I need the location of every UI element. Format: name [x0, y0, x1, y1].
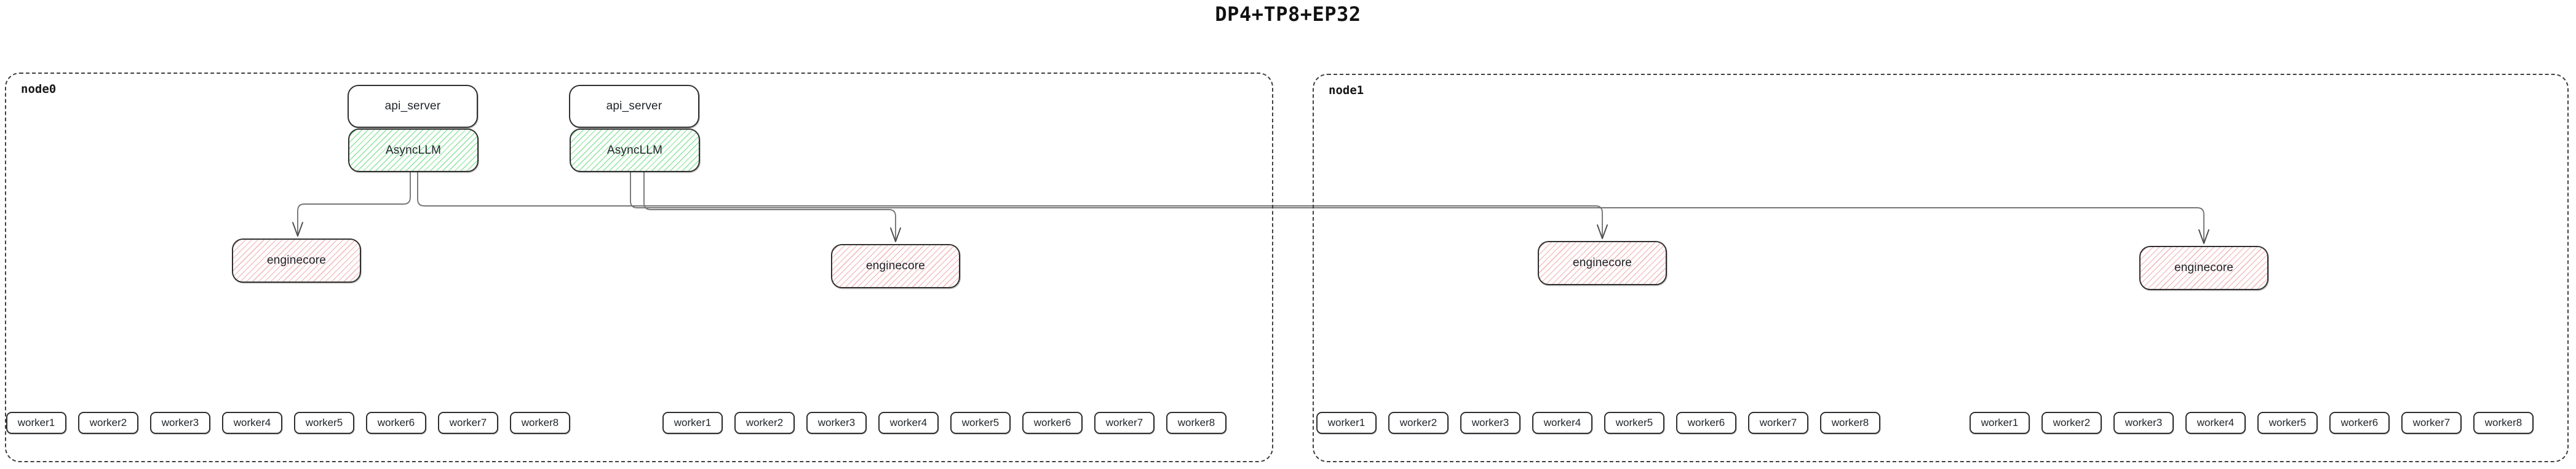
worker-box: worker4	[2185, 412, 2246, 434]
worker-box: worker4	[1532, 412, 1592, 434]
worker-box: worker4	[878, 412, 939, 434]
worker-box: worker5	[2257, 412, 2318, 434]
worker-box: worker8	[1820, 412, 1880, 434]
node0-label: node0	[21, 82, 57, 96]
worker-box: worker7	[438, 412, 498, 434]
worker-box: worker1	[6, 412, 66, 434]
worker-box: worker7	[1748, 412, 1808, 434]
worker-box: worker2	[2041, 412, 2102, 434]
worker-box: worker2	[78, 412, 138, 434]
node1-label: node1	[1329, 84, 1364, 97]
node1-container: node1	[1313, 74, 2569, 462]
enginecore-2-box: enginecore	[831, 244, 960, 288]
worker-box: worker3	[2113, 412, 2174, 434]
worker-box: worker1	[1316, 412, 1377, 434]
node0-container: node0	[5, 73, 1273, 462]
worker-box: worker2	[1388, 412, 1449, 434]
worker-box: worker5	[950, 412, 1011, 434]
asyncllm-1-box: AsyncLLM	[348, 128, 479, 172]
asyncllm-2-box: AsyncLLM	[570, 128, 700, 172]
node0-worker-group-left: worker1 worker2 worker3 worker4 worker5 …	[6, 412, 570, 434]
worker-box: worker6	[1676, 412, 1736, 434]
worker-box: worker1	[662, 412, 723, 434]
node1-worker-group-left: worker1 worker2 worker3 worker4 worker5 …	[1316, 412, 1880, 434]
node0-worker-group-right: worker1 worker2 worker3 worker4 worker5 …	[662, 412, 1226, 434]
worker-box: worker8	[510, 412, 570, 434]
api-server-2-box: api_server	[569, 85, 699, 128]
worker-box: worker4	[222, 412, 282, 434]
enginecore-4-box: enginecore	[2139, 246, 2268, 290]
worker-box: worker3	[150, 412, 210, 434]
worker-box: worker5	[1604, 412, 1664, 434]
worker-box: worker2	[734, 412, 795, 434]
worker-box: worker6	[1022, 412, 1083, 434]
worker-box: worker1	[1970, 412, 2030, 434]
worker-box: worker3	[1460, 412, 1521, 434]
worker-box: worker3	[806, 412, 867, 434]
node1-worker-group-right: worker1 worker2 worker3 worker4 worker5 …	[1970, 412, 2534, 434]
worker-box: worker8	[2473, 412, 2534, 434]
enginecore-3-box: enginecore	[1538, 241, 1667, 285]
worker-box: worker7	[2401, 412, 2462, 434]
worker-box: worker6	[2329, 412, 2390, 434]
api-server-1-box: api_server	[348, 85, 478, 128]
worker-box: worker7	[1094, 412, 1155, 434]
diagram-title: DP4+TP8+EP32	[1215, 2, 1361, 26]
worker-box: worker6	[366, 412, 426, 434]
enginecore-1-box: enginecore	[232, 238, 361, 283]
worker-box: worker8	[1166, 412, 1226, 434]
worker-box: worker5	[294, 412, 354, 434]
